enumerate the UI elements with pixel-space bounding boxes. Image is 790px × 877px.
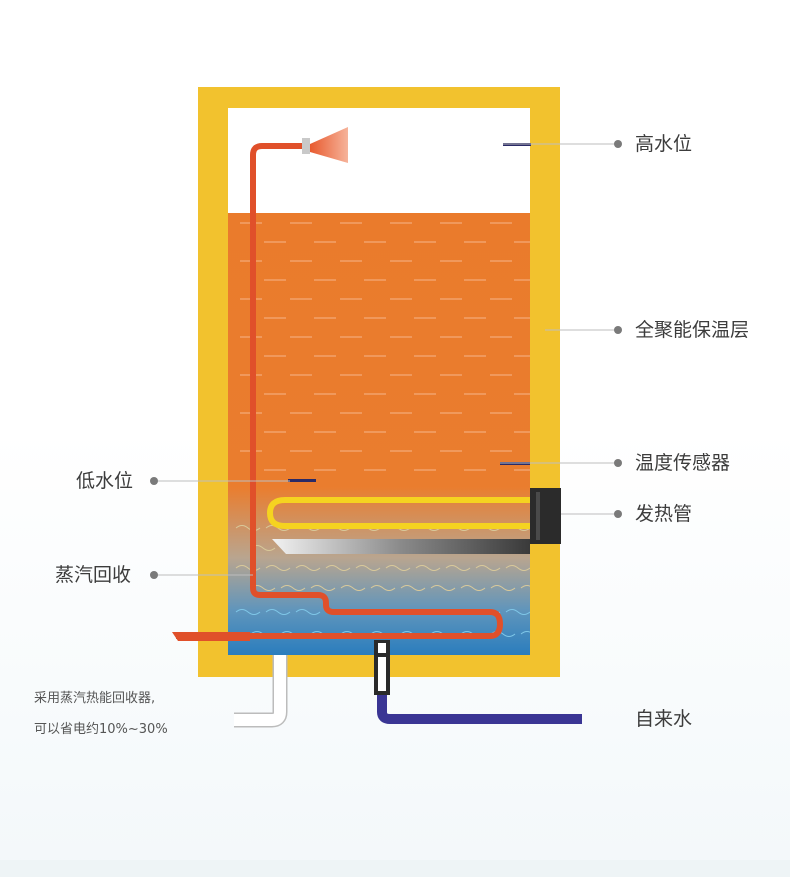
water-wave (415, 565, 441, 571)
steam-pipe-outlet (172, 632, 250, 641)
water-wave (235, 525, 261, 531)
steam-nozzle-icon (310, 127, 348, 163)
steam-recovery-pipe (176, 143, 504, 639)
dot-steam-recovery (150, 571, 158, 579)
label-insulation-layer: 全聚能保温层 (635, 319, 750, 341)
note-line-1: 采用蒸汽热能回收器, (34, 691, 156, 706)
water-wave (460, 585, 486, 591)
label-temp-sensor: 温度传感器 (635, 452, 731, 474)
bottom-strip (0, 860, 790, 877)
dot-insulation (614, 326, 622, 334)
label-high-water-level: 高水位 (635, 133, 693, 155)
dot-low-level (150, 477, 158, 485)
water-wave (475, 565, 501, 571)
dot-heating-tube (614, 510, 622, 518)
water-wave (370, 585, 396, 591)
label-heating-tube: 发热管 (635, 503, 693, 525)
water-wave (505, 565, 530, 571)
steam-nozzle-cap (302, 138, 310, 154)
water-wave (340, 585, 366, 591)
drain-pipe-inner (234, 655, 286, 726)
water-wave (265, 565, 291, 571)
water-wave (490, 585, 516, 591)
heating-element-coil (266, 497, 532, 529)
water-wave (295, 565, 321, 571)
housing-highlight (536, 492, 540, 540)
dot-high-level (614, 140, 622, 148)
water-wave (265, 609, 291, 615)
inlet-window (378, 643, 386, 653)
tank-water (228, 213, 530, 655)
water-wave (400, 585, 426, 591)
water-wave (295, 609, 321, 615)
water-wave (310, 585, 336, 591)
tap-water-inlet-pipe (377, 695, 582, 724)
leader-dots (150, 140, 622, 579)
inlet-window-lower (378, 657, 386, 691)
water-wave (235, 609, 261, 615)
low-level-marker (288, 479, 316, 482)
heating-tube-housing (530, 488, 561, 544)
water-wave (520, 631, 530, 635)
water-wave (325, 565, 351, 571)
leader-lines (155, 143, 617, 576)
water-wave (430, 585, 456, 591)
note-line-2: 可以省电约10%~30% (34, 722, 168, 737)
water-wave (520, 585, 530, 589)
heating-blade (272, 539, 530, 554)
water-wave (445, 565, 471, 571)
dot-temp-sensor (614, 459, 622, 467)
water-wave (355, 565, 381, 571)
label-steam-recovery: 蒸汽回收 (55, 564, 132, 586)
water-wave (235, 565, 261, 571)
water-wave (280, 585, 306, 591)
label-low-water-level: 低水位 (76, 470, 134, 492)
label-tap-water: 自来水 (635, 708, 693, 730)
water-wave (385, 565, 411, 571)
water-wave (505, 609, 530, 615)
water-dashes (240, 222, 530, 471)
